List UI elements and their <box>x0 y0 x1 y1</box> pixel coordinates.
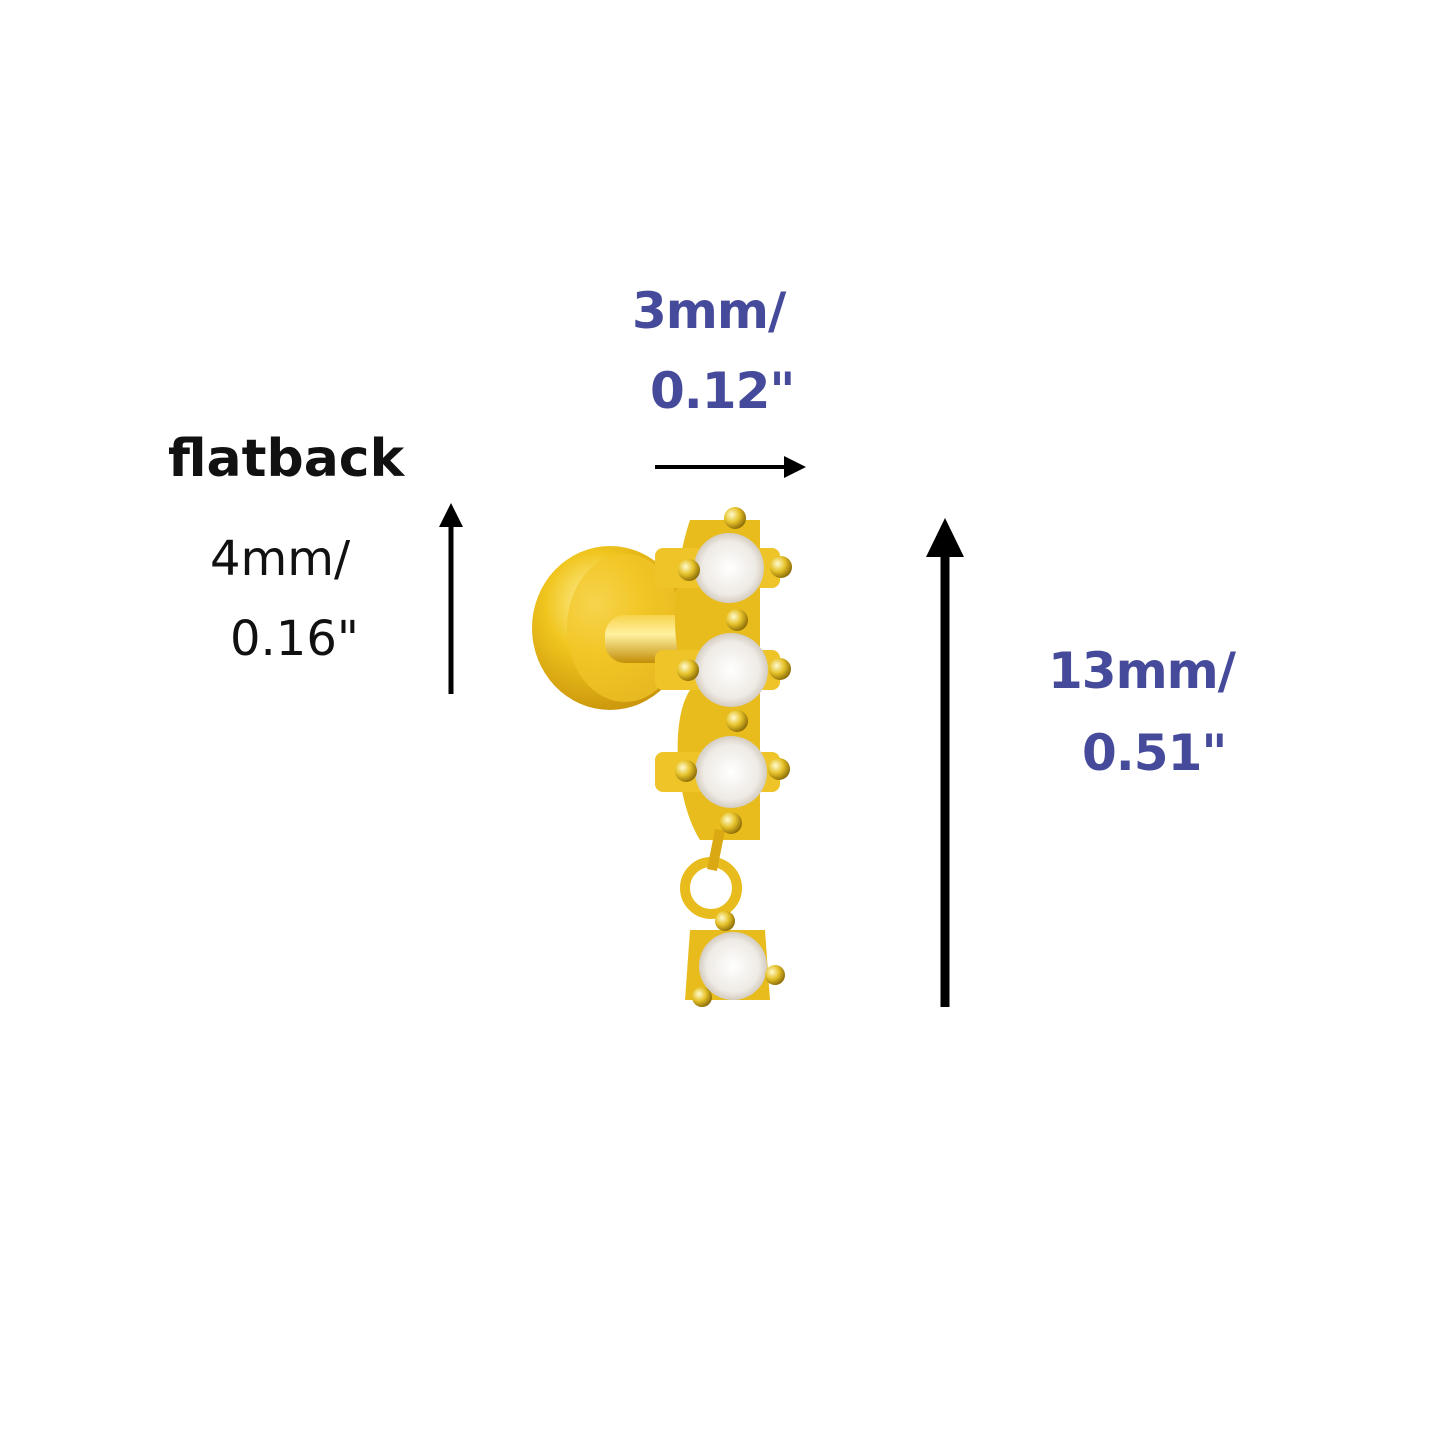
disc-dimension-line1: 4mm/ <box>210 531 351 587</box>
prongs <box>675 507 792 1007</box>
stone <box>699 932 767 1000</box>
stone <box>694 633 768 707</box>
length-dimension-line2: 0.51" <box>1082 724 1227 782</box>
disc-height-arrow <box>439 503 463 694</box>
flatback-label: flatback <box>168 429 405 489</box>
disc-dimension-line2: 0.16" <box>230 611 359 667</box>
width-dimension-line2: 0.12" <box>650 362 795 420</box>
earring-image <box>532 507 792 1007</box>
length-arrow <box>926 518 964 1007</box>
stone <box>694 533 764 603</box>
width-arrow <box>655 456 806 478</box>
length-dimension-line1: 13mm/ <box>1048 642 1236 700</box>
width-dimension-line1: 3mm/ <box>632 282 786 340</box>
stone <box>695 736 767 808</box>
